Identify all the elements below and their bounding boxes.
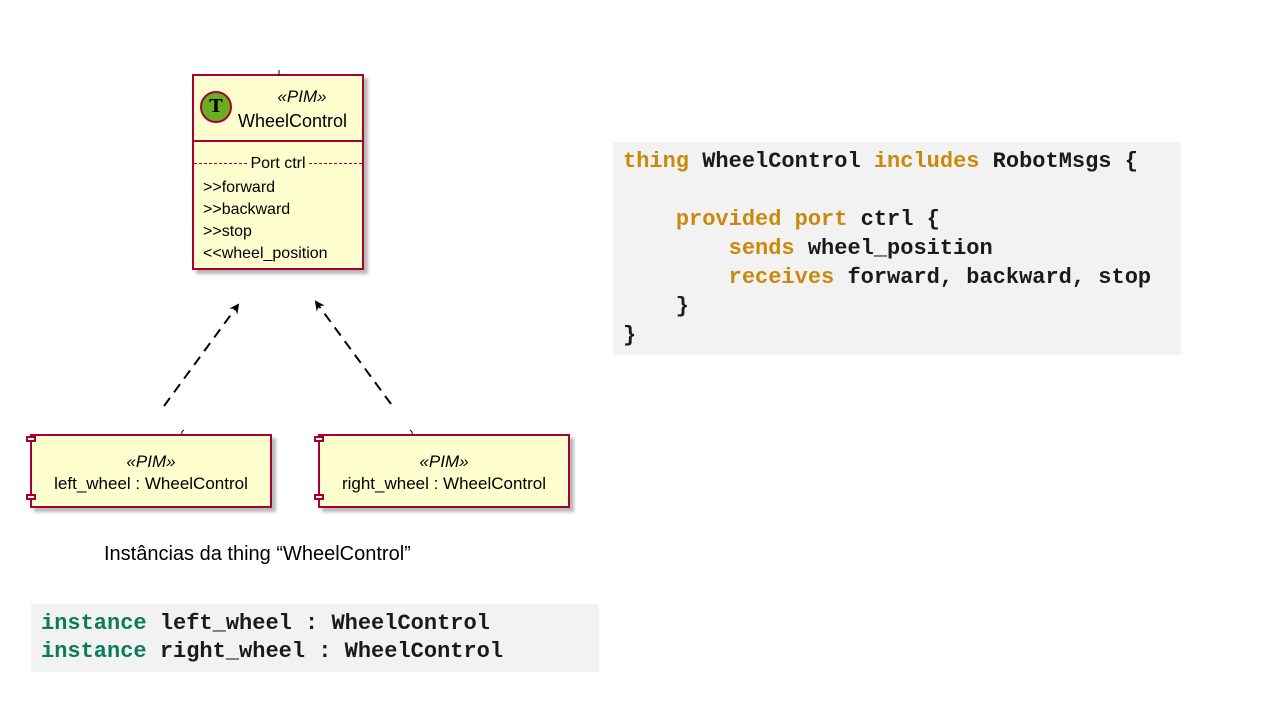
instance-stereotype: «PIM» xyxy=(126,452,176,471)
code-keyword: port xyxy=(794,207,848,232)
code-keyword: sends xyxy=(728,236,795,261)
code-line: instance right_wheel : WheelControl xyxy=(41,638,589,666)
code-line: sends wheel_position xyxy=(623,234,1171,263)
dependency-arrow-left xyxy=(163,303,240,407)
thing-header: T «PIM» WheelControl xyxy=(194,76,362,142)
port-message-list: >>forward >>backward >>stop <<wheel_posi… xyxy=(203,177,328,265)
code-text xyxy=(781,207,794,232)
thing-name: WheelControl xyxy=(238,111,348,131)
code-line: } xyxy=(623,294,690,319)
tick-mark xyxy=(181,429,185,435)
dependency-arrow-right xyxy=(314,300,392,405)
code-line: instance left_wheel : WheelControl xyxy=(41,610,589,638)
code-line: receives forward, backward, stop xyxy=(623,263,1171,292)
code-line-blank xyxy=(623,176,1171,205)
instance-right-wheel-box: «PIM» right_wheel : WheelControl xyxy=(314,434,570,508)
thing-wheelcontrol-box: T «PIM» WheelControl Port ctrl >>forward… xyxy=(192,74,364,270)
tick-mark xyxy=(409,429,413,435)
code-text: forward, backward, stop xyxy=(834,265,1152,290)
thing-code-block: thing WheelControl includes RobotMsgs { … xyxy=(613,142,1181,355)
code-keyword: instance xyxy=(41,639,147,664)
code-line: } xyxy=(623,323,637,348)
instance-left-wheel-box: «PIM» left_wheel : WheelControl xyxy=(26,434,272,508)
code-text: RobotMsgs { xyxy=(979,149,1138,174)
port-message: <<wheel_position xyxy=(203,245,328,262)
component-tab-icon xyxy=(314,494,324,500)
code-keyword: receives xyxy=(728,265,835,290)
port-message: >>backward xyxy=(203,201,291,218)
instance-name: left_wheel : WheelControl xyxy=(54,474,248,493)
code-line: thing WheelControl includes RobotMsgs { xyxy=(623,147,1171,176)
port-message: >>stop xyxy=(203,223,252,240)
component-tab-icon xyxy=(314,436,324,442)
component-tab-icon xyxy=(26,436,36,442)
code-keyword: provided xyxy=(675,207,782,232)
code-line: provided port ctrl { xyxy=(623,205,1171,234)
port-label: Port ctrl xyxy=(248,155,308,172)
code-text: ctrl { xyxy=(847,207,940,232)
code-indent xyxy=(623,207,676,232)
code-text: WheelControl xyxy=(689,149,874,174)
thing-stereotype: «PIM» xyxy=(277,87,327,106)
component-tab-icon xyxy=(26,494,36,500)
port-message: >>forward xyxy=(203,179,276,196)
code-indent xyxy=(623,265,729,290)
instance-name: right_wheel : WheelControl xyxy=(341,474,547,493)
diagram-caption: Instâncias da thing “WheelControl” xyxy=(104,543,411,565)
thing-circle-icon: T xyxy=(200,91,232,123)
code-keyword: thing xyxy=(623,149,690,174)
code-keyword: includes xyxy=(873,149,980,174)
code-text: wheel_position xyxy=(794,236,993,261)
code-keyword: instance xyxy=(41,611,147,636)
instance-stereotype: «PIM» xyxy=(419,452,469,471)
code-text: left_wheel : WheelControl xyxy=(146,611,490,636)
code-indent xyxy=(623,236,729,261)
code-text: right_wheel : WheelControl xyxy=(146,639,504,664)
